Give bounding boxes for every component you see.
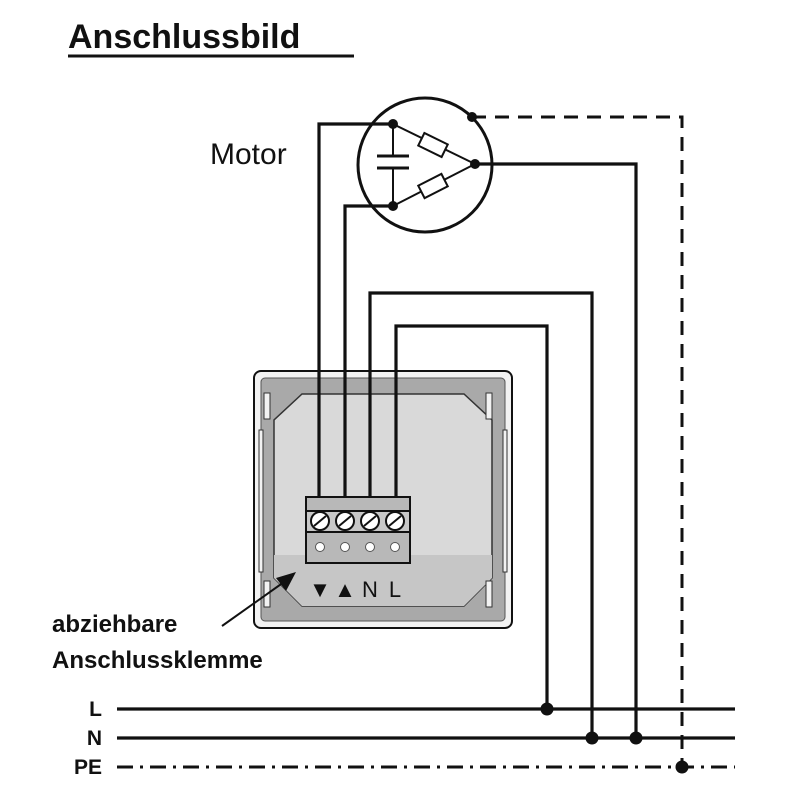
- wire-n-terminal-to-bus: [368, 291, 594, 738]
- switch-device: ▼ ▲ N L: [253, 370, 513, 629]
- wire-motor-to-n: [475, 162, 638, 738]
- wire-l-terminal-to-bus: [394, 324, 549, 709]
- motor-symbol: [356, 96, 494, 234]
- terminal-holes: [315, 542, 400, 552]
- wire-up-to-motor: [343, 204, 393, 497]
- device-lower-band: [274, 555, 492, 606]
- supply-bus: L N PE: [74, 698, 735, 779]
- terminal-label-n: N: [362, 577, 378, 602]
- motor-capacitor-winding-icon: [377, 112, 480, 211]
- junction-n-terminal: [585, 731, 599, 745]
- terminal-label-up: ▲: [334, 577, 356, 602]
- terminal-screws: [310, 511, 405, 531]
- bus-label-pe: PE: [74, 756, 102, 779]
- motor-label: Motor: [210, 138, 287, 171]
- callout-line-1: abziehbare: [52, 611, 177, 638]
- page-title: Anschlussbild: [68, 18, 300, 56]
- wire-down-to-motor: [317, 122, 393, 497]
- terminal-label-l: L: [389, 577, 401, 602]
- callout-line-2: Anschlussklemme: [52, 647, 263, 674]
- callout-arrow: [221, 572, 296, 627]
- bus-label-l: L: [89, 698, 102, 721]
- bus-label-n: N: [87, 727, 102, 750]
- wire-motor-pe: [472, 115, 684, 767]
- terminal-label-down: ▼: [309, 577, 331, 602]
- terminal-block: [305, 496, 411, 564]
- junction-l: [540, 702, 554, 716]
- wires: [317, 115, 684, 767]
- junction-n-motor: [629, 731, 643, 745]
- junction-pe: [675, 760, 689, 774]
